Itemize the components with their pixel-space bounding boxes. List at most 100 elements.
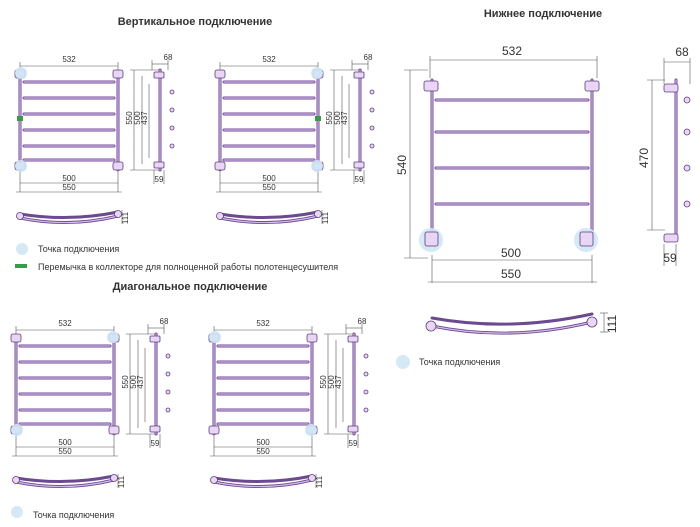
- legend-connection-text: Точка подключения: [38, 244, 119, 254]
- dim-111: 111: [121, 211, 130, 224]
- dim-500-side: 500: [327, 375, 336, 389]
- connection-point: [311, 67, 323, 79]
- dim-532: 532: [262, 55, 276, 64]
- bottom-dim-500: 500: [501, 246, 521, 260]
- nub: [363, 371, 369, 377]
- dim-532: 532: [62, 55, 76, 64]
- dim-68: 68: [160, 317, 169, 326]
- dim-532: 532: [256, 319, 270, 328]
- connection-point: [107, 331, 119, 343]
- bottom-dim-550: 550: [501, 267, 521, 281]
- title-bottom: Нижнее подключение: [484, 8, 602, 20]
- legend-vertical: Точка подключения Перемычка в коллекторе…: [15, 243, 338, 272]
- nub: [165, 407, 171, 413]
- dim-59: 59: [155, 175, 164, 184]
- bottom-side-view: 68 470 59: [637, 45, 691, 266]
- nub: [165, 371, 171, 377]
- dim-500: 500: [58, 438, 72, 447]
- dim-550: 550: [262, 183, 276, 192]
- title-diagonal: Диагональное подключение: [113, 281, 268, 293]
- dim-68: 68: [364, 53, 373, 62]
- legend-connection-marker: [16, 243, 28, 255]
- dim-550-side: 550: [325, 111, 334, 125]
- bottom-top-dim-111: 111: [605, 315, 619, 334]
- dim-437-side: 437: [136, 375, 145, 389]
- bottom-unit: 532 540 500 550: [395, 44, 691, 369]
- bottom-legend-marker: [396, 355, 410, 369]
- legend-jumper-text: Перемычка в коллекторе для полноценной р…: [38, 262, 338, 272]
- connection-point: [209, 331, 221, 343]
- dim-111: 111: [321, 211, 330, 224]
- dim-111: 111: [315, 475, 324, 488]
- dim-68: 68: [164, 53, 173, 62]
- dim-500: 500: [256, 438, 270, 447]
- legend-diagonal-marker: [11, 506, 23, 518]
- dim-550-side: 550: [319, 375, 328, 389]
- side-nub: [683, 128, 691, 136]
- dim-437-side: 437: [340, 111, 349, 125]
- nub: [169, 143, 175, 149]
- dim-437-side: 437: [140, 111, 149, 125]
- dim-550: 550: [256, 447, 270, 456]
- dim-550: 550: [62, 183, 76, 192]
- nub: [369, 89, 375, 95]
- bottom-dim-540: 540: [395, 155, 409, 175]
- dim-500-side: 500: [133, 111, 142, 125]
- dim-500-side: 500: [333, 111, 342, 125]
- dim-550-side: 550: [121, 375, 130, 389]
- jumper-marker: [17, 116, 23, 121]
- bottom-front-view: 532 540 500 550: [395, 44, 600, 283]
- bottom-dim-532: 532: [502, 44, 522, 58]
- nub: [169, 89, 175, 95]
- nub: [363, 353, 369, 359]
- bottom-legend-text: Точка подключения: [419, 357, 500, 367]
- nub: [169, 107, 175, 113]
- nub: [363, 407, 369, 413]
- connection-point: [11, 424, 23, 436]
- dim-59: 59: [355, 175, 364, 184]
- nub: [165, 353, 171, 359]
- nub: [369, 143, 375, 149]
- connection-point: [15, 67, 27, 79]
- legend-diagonal-text: Точка подключения: [33, 510, 114, 520]
- dim-500: 500: [62, 174, 76, 183]
- dim-532: 532: [58, 319, 72, 328]
- dim-550-side: 550: [125, 111, 134, 125]
- dim-59: 59: [151, 439, 160, 448]
- dim-111: 111: [117, 475, 126, 488]
- bottom-top-view: 111: [425, 312, 619, 335]
- side-nub: [683, 164, 691, 172]
- dim-550: 550: [58, 447, 72, 456]
- connection-point: [15, 160, 27, 172]
- connection-point: [311, 160, 323, 172]
- side-nub: [683, 200, 691, 208]
- nub: [363, 389, 369, 395]
- nub: [369, 107, 375, 113]
- nub: [169, 125, 175, 131]
- bottom-side-dim-470: 470: [637, 148, 651, 168]
- legend-jumper-marker: [15, 264, 27, 268]
- nub: [165, 389, 171, 395]
- legend-diagonal: Точка подключения: [11, 506, 114, 520]
- dim-500: 500: [262, 174, 276, 183]
- side-nub: [683, 96, 691, 104]
- bottom-side-dim-68: 68: [675, 45, 689, 59]
- dim-68: 68: [358, 317, 367, 326]
- dim-59: 59: [349, 439, 358, 448]
- title-vertical: Вертикальное подключение: [118, 16, 273, 28]
- nub: [369, 125, 375, 131]
- dim-437-side: 437: [334, 375, 343, 389]
- connection-point: [305, 424, 317, 436]
- jumper-marker: [315, 116, 321, 121]
- bottom-side-dim-59: 59: [663, 251, 677, 265]
- dim-500-side: 500: [129, 375, 138, 389]
